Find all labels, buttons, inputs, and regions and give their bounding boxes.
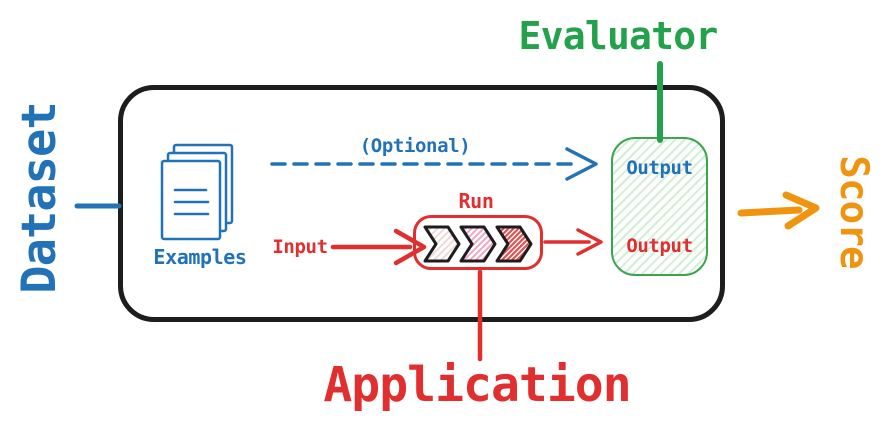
input-label: Input: [272, 236, 328, 258]
score-arrow: [737, 191, 820, 230]
dashed-arrow-icon: [270, 147, 598, 181]
application-output-label: Output: [626, 235, 693, 257]
documents-icon: [160, 143, 234, 241]
dataset-label: Dataset: [12, 102, 67, 294]
run-output-arrow: [543, 228, 603, 256]
run-label: Run: [458, 189, 494, 213]
reference-output-label: Output: [626, 157, 693, 179]
application-label: Application: [323, 357, 631, 413]
evaluation-boundary-box: [118, 85, 725, 322]
examples-label: Examples: [153, 245, 247, 269]
pipeline-chevrons-icon: [423, 225, 533, 263]
optional-label: (Optional): [359, 135, 471, 157]
score-label: Score: [831, 155, 876, 269]
evaluator-output-box: [611, 137, 708, 276]
input-arrow: [330, 228, 427, 266]
evaluator-label: Evaluator: [518, 14, 718, 58]
